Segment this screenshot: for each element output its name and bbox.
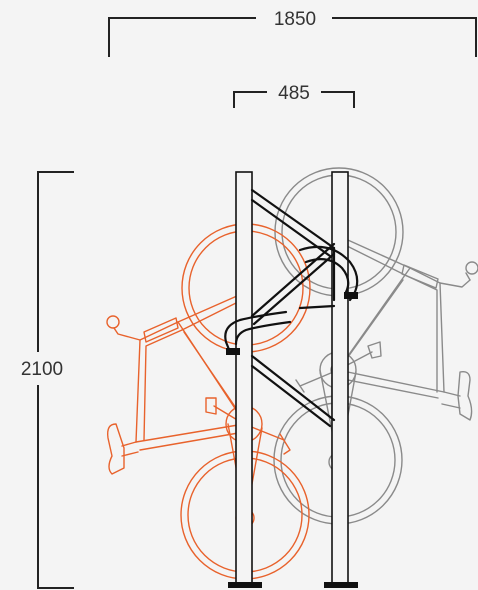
dimension-rack-spacing: 485 (233, 83, 355, 108)
bike-orange (106, 223, 311, 580)
rack-middle-arm (250, 242, 336, 318)
dimension-rack-spacing-label: 485 (278, 83, 310, 104)
rack-post-right (331, 171, 349, 585)
grey-frame (295, 235, 478, 463)
rack-hook-left (224, 310, 288, 354)
dimension-height-label: 2100 (21, 359, 63, 380)
dimension-overall-width: 1850 (108, 9, 477, 57)
dimension-overall-width-label: 1850 (274, 9, 316, 30)
rack-posts (228, 171, 358, 588)
rack-post-right-base (324, 582, 358, 588)
dimension-height: 2100 (21, 171, 74, 589)
bike-grey (273, 167, 478, 525)
rack-upper-arm (250, 188, 336, 250)
rack-post-left (235, 171, 253, 585)
rack-lower-arm (250, 354, 336, 422)
rack-hook-right (298, 245, 359, 302)
rack-post-left-base (228, 582, 262, 588)
rack-arms (224, 188, 359, 428)
